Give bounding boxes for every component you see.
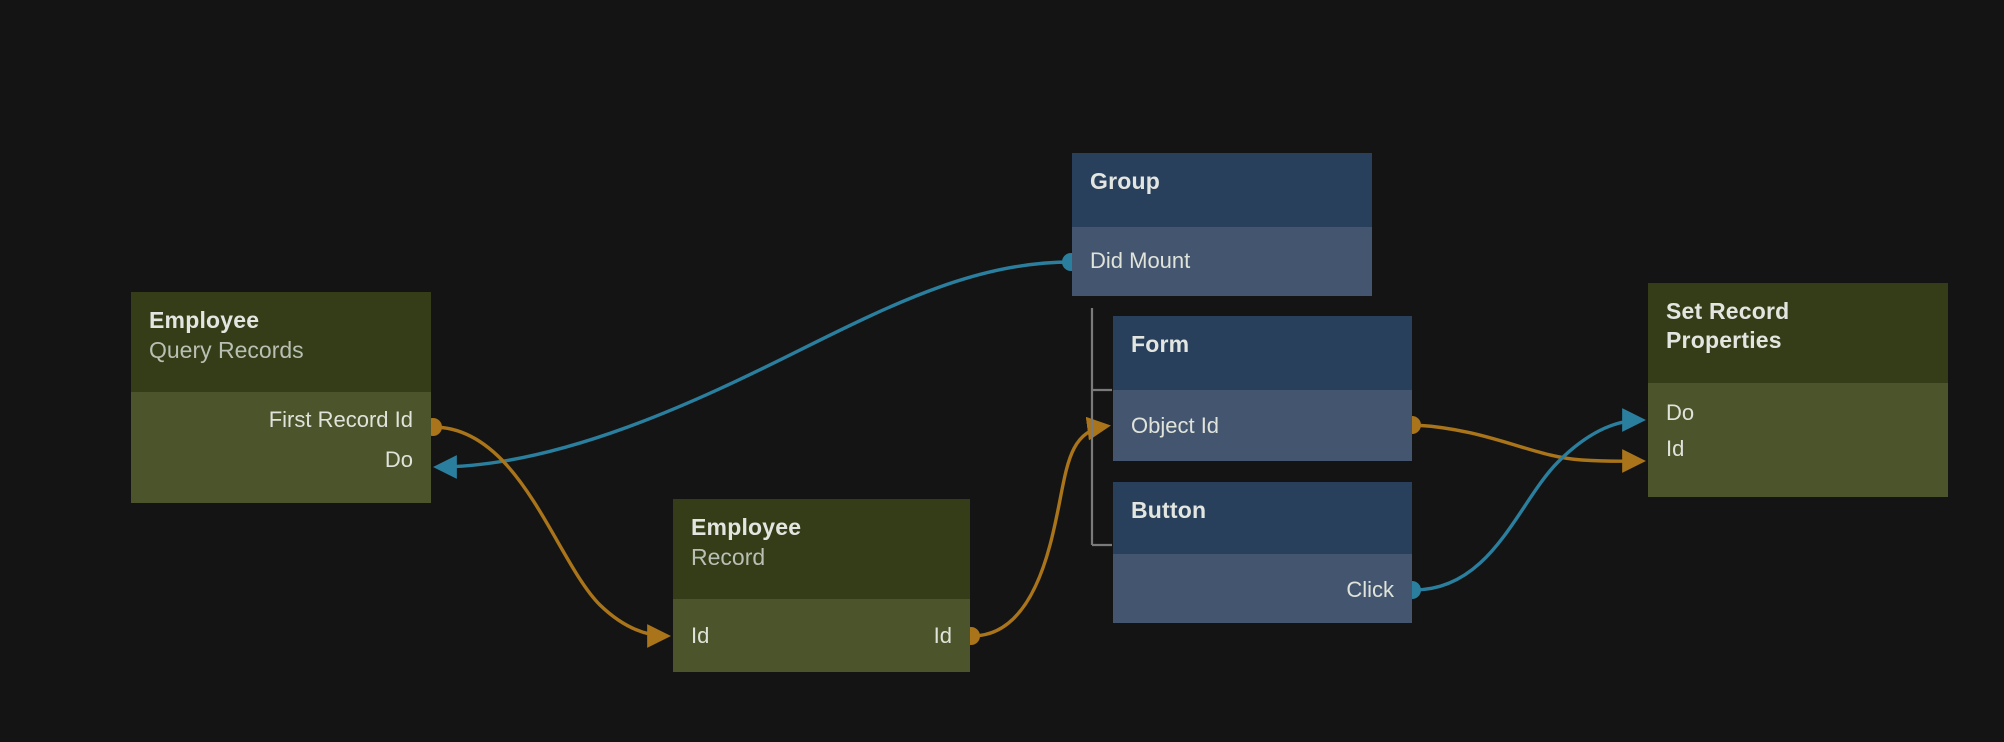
node-header: Form xyxy=(1113,316,1412,390)
port-label: Id xyxy=(1666,436,1685,461)
node-button[interactable]: Button Click xyxy=(1113,482,1412,623)
node-subtitle: Record xyxy=(691,544,766,570)
node-title: Employee xyxy=(691,514,802,540)
port-label: Do xyxy=(1666,400,1695,425)
node-header: Set Record Properties xyxy=(1648,283,1948,383)
node-subtitle: Query Records xyxy=(149,337,304,363)
node-header: Button xyxy=(1113,482,1412,554)
node-body: Do Id xyxy=(1648,383,1948,497)
port-label-id-in: Id xyxy=(691,623,710,648)
edge-record-id-to-form-objectid xyxy=(971,416,1111,638)
node-title-line-2: Properties xyxy=(1666,327,1782,353)
port-label: First Record Id xyxy=(268,407,413,432)
port-id[interactable]: Id xyxy=(1648,431,1948,467)
node-form[interactable]: Form Object Id xyxy=(1113,316,1412,461)
edge-form-objectid-to-setrecord-id xyxy=(1413,423,1646,473)
port-label: Did Mount xyxy=(1090,248,1191,273)
port-label: Object Id xyxy=(1131,413,1220,438)
port-row-id-in-out[interactable]: Id Id xyxy=(673,616,970,656)
node-body: Click xyxy=(1113,554,1412,623)
edge-firstrecordid-to-record-id xyxy=(432,425,671,648)
node-title: Button xyxy=(1131,497,1207,523)
tree-connector-group-children xyxy=(1090,308,1112,547)
node-header: Group xyxy=(1072,153,1372,227)
node-employee-record[interactable]: Employee Record Id Id xyxy=(673,499,970,672)
port-label: Do xyxy=(384,447,413,472)
node-title: Set Record xyxy=(1666,298,1790,324)
node-set-record-properties[interactable]: Set Record Properties Do Id xyxy=(1648,283,1948,497)
port-first-record-id[interactable]: First Record Id xyxy=(131,400,431,440)
node-body: Id Id xyxy=(673,599,970,672)
node-title: Form xyxy=(1131,331,1190,357)
port-label-id-out: Id xyxy=(933,623,952,648)
node-header: Employee Query Records xyxy=(131,292,431,392)
port-click[interactable]: Click xyxy=(1113,570,1412,610)
node-employee-query-records[interactable]: Employee Query Records First Record Id D… xyxy=(131,292,431,503)
node-title: Employee xyxy=(149,307,260,333)
port-did-mount[interactable]: Did Mount xyxy=(1072,241,1372,281)
edge-button-click-to-setrecord-do xyxy=(1413,408,1646,592)
port-label: Click xyxy=(1346,577,1394,602)
node-body: Did Mount xyxy=(1072,227,1372,296)
port-object-id[interactable]: Object Id xyxy=(1113,406,1412,446)
node-group[interactable]: Group Did Mount xyxy=(1072,153,1372,296)
edge-group-didmount-to-query-do xyxy=(433,260,1073,479)
port-do[interactable]: Do xyxy=(131,440,431,480)
port-do[interactable]: Do xyxy=(1648,395,1948,431)
node-body: First Record Id Do xyxy=(131,392,431,503)
node-body: Object Id xyxy=(1113,390,1412,461)
node-header: Employee Record xyxy=(673,499,970,599)
node-title: Group xyxy=(1090,168,1160,194)
